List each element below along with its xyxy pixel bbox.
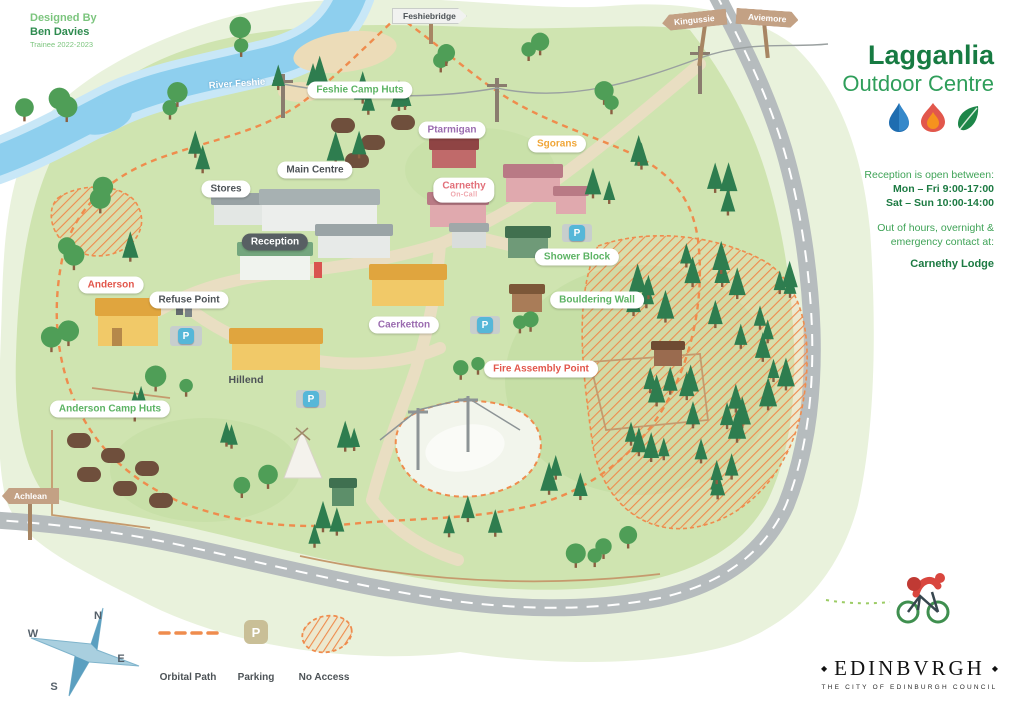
label-shower-block: Shower Block bbox=[534, 248, 620, 266]
label-stores: Stores bbox=[201, 180, 251, 198]
parking-marker-4: P bbox=[569, 225, 585, 241]
logo-wordmark: EDINBVRGH bbox=[834, 656, 985, 680]
label-feshie-camp-huts: Feshie Camp Huts bbox=[307, 81, 413, 99]
building-hillend bbox=[229, 328, 323, 370]
building-sgorans bbox=[503, 164, 589, 214]
refuse-bins bbox=[176, 306, 192, 317]
info-panel: Reception is open between: Mon – Fri 9:0… bbox=[784, 168, 994, 272]
out-of-hours-line2: emergency contact at: bbox=[890, 235, 994, 248]
credits-name: Ben Davies bbox=[30, 25, 90, 38]
hours-weekend: Sat – Sun 10:00-14:00 bbox=[886, 197, 994, 210]
label-caerketton: Caerketton bbox=[368, 316, 440, 334]
building-woods-hut bbox=[651, 341, 685, 366]
parking-marker-1: P bbox=[178, 328, 194, 344]
credits-role: Trainee 2022-2023 bbox=[30, 39, 94, 49]
credits-label: Designed By bbox=[30, 12, 97, 24]
legend-orbital-path-label: Orbital Path bbox=[159, 672, 217, 683]
feshiebridge-sign: Feshiebridge bbox=[392, 8, 467, 24]
building-anderson bbox=[95, 298, 161, 346]
label-reception: Reception bbox=[241, 233, 309, 251]
reception-open-label: Reception is open between: bbox=[864, 169, 994, 181]
compass-icon bbox=[30, 607, 140, 697]
credits: Designed By Ben Davies Trainee 2022-2023 bbox=[30, 12, 97, 49]
parking-marker-3: P bbox=[477, 317, 493, 333]
building-bouldering-wall bbox=[509, 284, 545, 312]
compass-n: N bbox=[94, 610, 102, 622]
building-caerketton bbox=[369, 264, 447, 306]
orbital-path bbox=[55, 14, 702, 528]
building-green-shed bbox=[329, 478, 357, 506]
label-bouldering-wall: Bouldering Wall bbox=[550, 291, 644, 309]
feshie-camp-pods bbox=[331, 115, 415, 168]
achlean-sign-post bbox=[28, 502, 32, 540]
building-ptarmigan bbox=[429, 138, 479, 168]
building-annex bbox=[449, 223, 489, 248]
legend-no-access-label: No Access bbox=[298, 672, 350, 683]
building-main-centre bbox=[259, 189, 393, 258]
logo-ornament-left: ◆ bbox=[821, 664, 828, 673]
parking-marker-2: P bbox=[303, 391, 319, 407]
out-of-hours-line1: Out of hours, overnight & bbox=[877, 221, 994, 234]
edinburgh-logo: ◆ EDINBVRGH ◆ THE CITY OF EDINBURGH COUN… bbox=[821, 656, 998, 691]
page-title: Lagganlia Outdoor Centre bbox=[842, 40, 994, 96]
cyclist-trail bbox=[825, 599, 891, 605]
flame-icon bbox=[921, 103, 945, 132]
emergency-contact: Carnethy Lodge bbox=[910, 257, 994, 270]
water-drop-icon bbox=[889, 103, 909, 132]
title-line1: Lagganlia bbox=[867, 40, 994, 70]
hours-weekday: Mon – Fri 9:00-17:00 bbox=[893, 183, 994, 196]
anderson-camp-pods bbox=[67, 433, 173, 508]
feshiebridge-sign-post bbox=[429, 22, 433, 44]
no-access-zone-west bbox=[50, 186, 143, 257]
label-carnethy-sub: On-Call bbox=[450, 191, 478, 199]
cyclist-illustration bbox=[896, 573, 950, 624]
title-line2: Outdoor Centre bbox=[842, 71, 994, 97]
label-carnethy-text: Carnethy bbox=[442, 180, 486, 192]
legend-parking-label: Parking bbox=[237, 672, 275, 683]
label-sgorans: Sgorans bbox=[527, 135, 587, 153]
label-hillend: Hillend bbox=[228, 374, 264, 387]
compass-w: W bbox=[27, 628, 39, 640]
leaf-icon bbox=[958, 106, 979, 131]
logo-ornament-right: ◆ bbox=[991, 664, 998, 673]
label-carnethy: Carnethy On-Call bbox=[433, 177, 495, 203]
ski-tow bbox=[379, 396, 521, 470]
logo-tagline: THE CITY OF EDINBURGH COUNCIL bbox=[821, 684, 998, 691]
label-main-centre: Main Centre bbox=[277, 161, 353, 179]
compass-e: E bbox=[117, 653, 125, 665]
achlean-sign: Achlean bbox=[2, 488, 60, 504]
label-anderson-camp-huts: Anderson Camp Huts bbox=[49, 400, 171, 418]
label-ptarmigan: Ptarmigan bbox=[418, 121, 486, 139]
label-fire-assembly-point: Fire Assembly Point bbox=[484, 360, 598, 378]
label-anderson: Anderson bbox=[78, 276, 144, 294]
trees bbox=[15, 16, 798, 568]
label-refuse-point: Refuse Point bbox=[149, 291, 229, 309]
orbital-path-legend-icon bbox=[158, 631, 220, 635]
facility-icons bbox=[888, 102, 980, 132]
parking-legend-icon: P bbox=[244, 620, 268, 644]
teepee bbox=[283, 427, 323, 479]
no-access-legend-icon bbox=[301, 614, 353, 654]
compass-s: S bbox=[50, 681, 58, 693]
